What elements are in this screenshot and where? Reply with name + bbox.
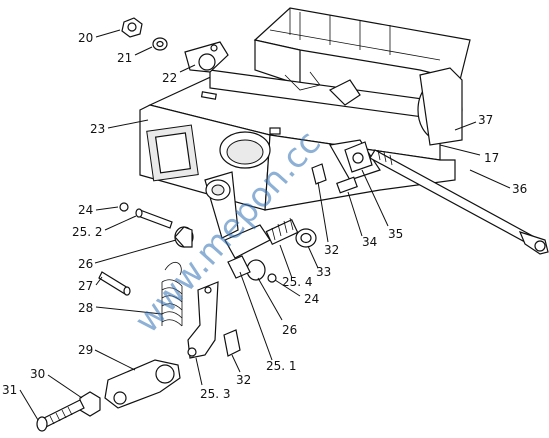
callout-29: 29 bbox=[78, 343, 93, 357]
part-33-ring bbox=[295, 228, 317, 248]
part-25-3-plate bbox=[187, 281, 219, 359]
callout-25-4: 25. 4 bbox=[282, 275, 313, 289]
callout-26b: 26 bbox=[282, 323, 297, 337]
part-29-clamp bbox=[104, 359, 181, 409]
part-32a-clip bbox=[223, 329, 241, 357]
callout-32a: 32 bbox=[236, 373, 251, 387]
callout-33: 33 bbox=[316, 265, 331, 279]
callout-32b: 32 bbox=[324, 243, 339, 257]
part-31-bolt bbox=[36, 399, 85, 432]
part-26b-bushing bbox=[246, 259, 266, 281]
part-36-shaft bbox=[369, 149, 549, 255]
part-24b-circlip bbox=[267, 273, 277, 283]
part-26a-bushing bbox=[174, 226, 194, 248]
callout-17: 17 bbox=[484, 151, 499, 165]
callout-25-1: 25. 1 bbox=[266, 359, 297, 373]
part-32b-clip bbox=[311, 163, 327, 185]
part-24a-circlip bbox=[119, 202, 129, 212]
callout-34: 34 bbox=[362, 235, 377, 249]
callout-23: 23 bbox=[90, 122, 105, 136]
callout-37: 37 bbox=[478, 113, 493, 127]
part-35-cam bbox=[344, 141, 373, 173]
part-25-1-link bbox=[227, 255, 251, 279]
part-34-pin bbox=[336, 176, 358, 194]
part-27-pin bbox=[98, 271, 131, 296]
callout-labels: 20 21 22 23 24 25. 2 26 27 28 29 30 31 2… bbox=[2, 31, 527, 401]
part-20-nut bbox=[121, 17, 143, 38]
callout-24a: 24 bbox=[78, 203, 93, 217]
main-housing bbox=[139, 7, 471, 211]
callout-28: 28 bbox=[78, 301, 93, 315]
callout-26a: 26 bbox=[78, 257, 93, 271]
callout-24b: 24 bbox=[304, 292, 319, 306]
part-22-bracket bbox=[184, 41, 229, 73]
callout-25-2: 25. 2 bbox=[72, 225, 103, 239]
callout-20: 20 bbox=[78, 31, 93, 45]
leader-lines bbox=[19, 29, 511, 421]
part-30-nut bbox=[79, 391, 101, 417]
lever-assembly bbox=[204, 171, 299, 259]
callout-21: 21 bbox=[117, 51, 132, 65]
callout-36: 36 bbox=[512, 182, 527, 196]
part-25-2-pin bbox=[135, 208, 173, 229]
callout-22: 22 bbox=[162, 71, 177, 85]
callout-35: 35 bbox=[388, 227, 403, 241]
callout-25-3: 25. 3 bbox=[200, 387, 231, 401]
callout-31: 31 bbox=[2, 383, 17, 397]
callout-27: 27 bbox=[78, 279, 93, 293]
part-28-spring bbox=[161, 261, 183, 327]
part-21-washer bbox=[152, 37, 168, 51]
callout-30: 30 bbox=[30, 367, 45, 381]
